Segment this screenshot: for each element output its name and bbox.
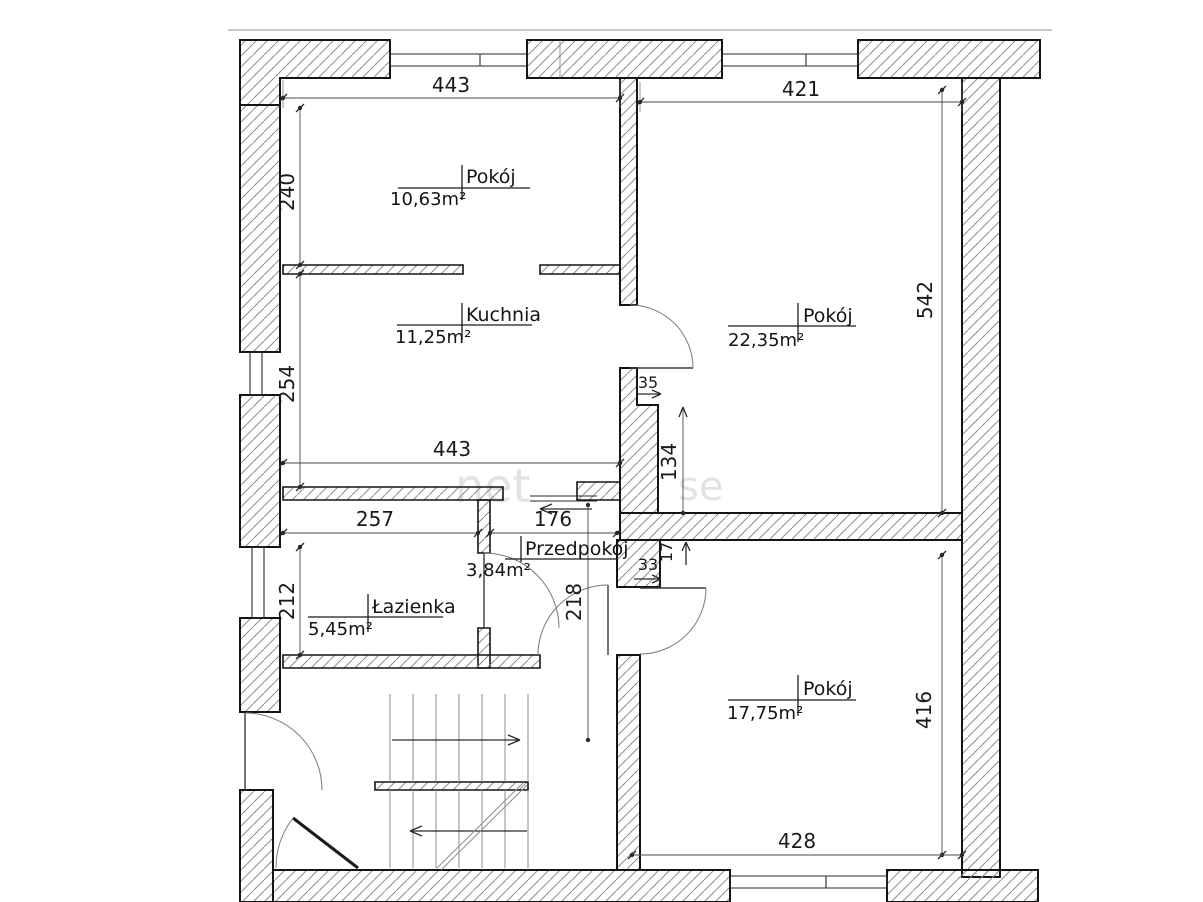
- dimension-lines: 443 421 240 254 542 443 257: [275, 73, 967, 860]
- dim-428: 428: [778, 829, 816, 853]
- window-left-upper: [249, 351, 263, 396]
- wall-bottom-right: [886, 869, 1039, 902]
- room-label-pokoj-3: Pokój 17,75m²: [727, 675, 856, 724]
- dim-218: 218: [562, 583, 586, 621]
- room-name: Przedpokój: [525, 538, 629, 560]
- wall-room3-left-lower: [616, 654, 641, 871]
- wall-top-right: [857, 39, 1041, 79]
- ext-443-top: [282, 80, 621, 108]
- door-arc-left-hall: [244, 712, 323, 791]
- dim-542: 542: [913, 281, 937, 319]
- walls: [239, 39, 1041, 902]
- watermark-text-left: net: [455, 459, 531, 513]
- door-arc-room2: [629, 304, 694, 369]
- window-left-lower: [251, 546, 265, 619]
- room-area: 3,84m²: [466, 560, 531, 581]
- dim-421: 421: [782, 77, 820, 101]
- dim-254: 254: [275, 365, 299, 403]
- room-label-lazienka: Łazienka 5,45m²: [308, 594, 456, 640]
- wall-hall-top-right: [576, 481, 621, 501]
- wall-bath-bottom: [282, 654, 541, 669]
- wall-right: [961, 77, 1001, 878]
- arrow-33: [634, 574, 662, 584]
- dim-212: 212: [275, 582, 299, 620]
- window-top-right: [721, 53, 859, 67]
- entrance-door-arc: [275, 817, 294, 869]
- doors: [244, 304, 707, 870]
- dim-416: 416: [912, 691, 936, 729]
- dim-176: 176: [534, 507, 572, 531]
- room-label-pokoj-1: Pokój 10,63m²: [390, 165, 530, 210]
- wall-center-vertical-upper: [619, 77, 638, 306]
- arrow-17: [681, 541, 691, 565]
- wall-bottom-left-corner: [239, 789, 274, 902]
- wall-room1-kitchen-a: [282, 264, 464, 275]
- room-area: 10,63m²: [390, 189, 466, 210]
- room-label-pokoj-2: Pokój 22,35m²: [728, 303, 856, 351]
- wall-top-middle: [526, 39, 723, 79]
- arrow-35: [636, 389, 662, 399]
- watermark: net se: [455, 459, 723, 513]
- stair-treads-lower: [389, 790, 529, 868]
- room-name: Pokój: [803, 305, 853, 327]
- dim-134: 134: [657, 443, 681, 481]
- wall-left-middle: [239, 394, 281, 548]
- dim-443-top: 443: [432, 73, 470, 97]
- wall-room1-kitchen-b: [539, 264, 621, 275]
- dim-35: 35: [638, 373, 658, 392]
- wall-left-upper: [239, 104, 281, 353]
- room-label-przedpokoj: Przedpokój 3,84m²: [466, 536, 629, 581]
- room-name: Pokój: [803, 678, 853, 700]
- room-name: Łazienka: [371, 596, 456, 618]
- wall-right-rooms-divider: [619, 512, 963, 541]
- wall-left-lower: [239, 617, 281, 713]
- window-bottom: [729, 875, 888, 889]
- door-arc-hall-stairs: [537, 584, 609, 656]
- windows: [249, 53, 888, 889]
- stair-arrow-up: [392, 734, 521, 746]
- room-labels: Pokój 10,63m² Kuchnia 11,25m² Pokój 22,3…: [308, 165, 856, 724]
- wall-room3-left-upper: [616, 539, 661, 588]
- room-area: 11,25m²: [395, 327, 471, 348]
- dim-443-kitchen: 443: [433, 437, 471, 461]
- room-area: 22,35m²: [728, 330, 804, 351]
- door-arc-room3: [639, 587, 707, 655]
- wall-bath-right-upper: [477, 499, 491, 554]
- wall-bottom-left: [272, 869, 731, 902]
- stair-treads-upper: [389, 694, 529, 782]
- dim-257: 257: [356, 507, 394, 531]
- room-area: 5,45m²: [308, 619, 373, 640]
- hall-beam: [530, 495, 597, 515]
- dim-33: 33: [638, 555, 658, 574]
- ext-421: [639, 82, 963, 112]
- beam-lines: [530, 495, 597, 502]
- stair-landing-edge: [374, 781, 529, 791]
- room-name: Kuchnia: [466, 304, 541, 326]
- entrance-door-leaf: [292, 816, 359, 870]
- room-name: Pokój: [466, 166, 516, 188]
- room-label-kuchnia: Kuchnia 11,25m²: [395, 303, 541, 348]
- room-area: 17,75m²: [727, 703, 803, 724]
- stair-break-line: [436, 782, 528, 871]
- door-arc-bathroom: [483, 552, 560, 629]
- wall-hall-top: [282, 486, 504, 501]
- dim-240: 240: [275, 173, 299, 211]
- dim-17: 17: [657, 542, 676, 562]
- beam-arrow-left: [539, 503, 592, 515]
- arrow-134: [678, 406, 688, 418]
- stair-arrow-down: [409, 825, 527, 837]
- watermark-text-right: se: [678, 464, 723, 510]
- staircase: [389, 694, 529, 871]
- wall-top-left: [239, 39, 391, 106]
- window-top-left: [389, 53, 528, 67]
